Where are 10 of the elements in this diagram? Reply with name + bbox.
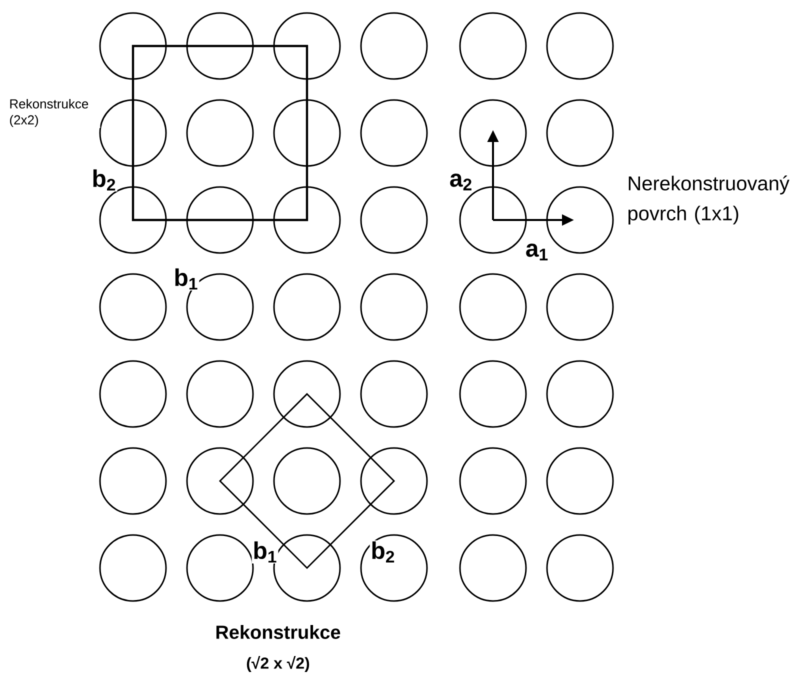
vector-label: a$_{1}$: [524, 242, 550, 262]
vector-label: b$_{1}$: [172, 267, 200, 291]
caption: Rekonstrukce: [214, 624, 342, 640]
caption: (√2 x √2): [245, 655, 311, 673]
vector-label: b$_{1}$: [252, 540, 278, 564]
vector-label: b$_{2}$: [370, 540, 396, 564]
annotation-label: Rekonstrukce (2x2): [8, 98, 100, 128]
vector-label: b$_{2}$: [90, 168, 118, 192]
vector-label: a$_{2}$: [448, 172, 474, 192]
annotation-label: Nerekonstruovaný povrch (1x1): [626, 174, 793, 226]
